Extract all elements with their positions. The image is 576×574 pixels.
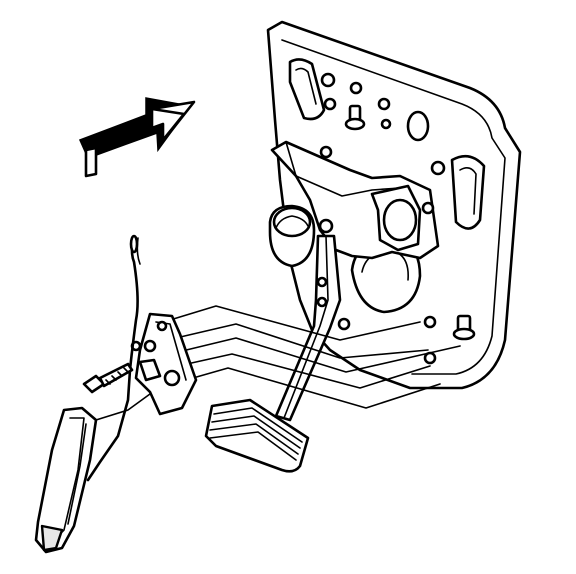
brake-pedal-bracket [268,140,440,268]
accelerator-pedal-bracket [130,312,198,416]
direction-arrow [78,97,196,178]
bracket-bolt [82,362,134,394]
accelerator-cable [86,234,141,482]
accelerator-pedal [34,393,151,554]
brake-pedal-pad [204,398,310,473]
mounting-guide-lines [169,305,461,409]
mounting-studs [344,104,476,341]
